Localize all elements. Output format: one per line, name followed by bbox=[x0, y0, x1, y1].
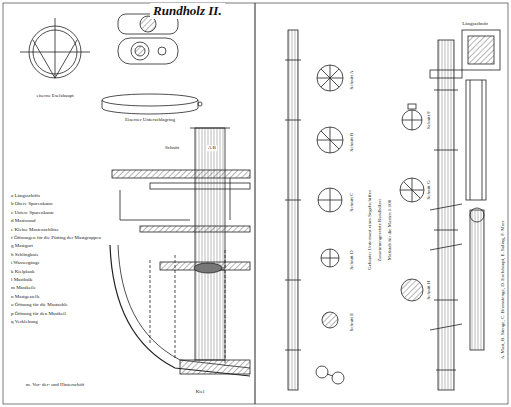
part-label: Schnitt G bbox=[426, 179, 432, 200]
legend-entry: o Öffnung für die Mastsohle bbox=[10, 302, 69, 308]
legend-entry: q Verklebung bbox=[10, 319, 39, 325]
part-label: A. Mast, B. Stenge, C. Bramstenge, D. Es… bbox=[500, 219, 506, 360]
legend-entry: d Mastwand bbox=[10, 218, 37, 224]
legend-entry: f Öffnungen für die Pütting der Mastgrup… bbox=[10, 235, 102, 241]
part-label: Schnitt bbox=[164, 145, 180, 151]
legend-entry: i Wassergänge bbox=[10, 260, 41, 266]
part-label: Schnitt C bbox=[349, 192, 355, 213]
legend-entry: h Schlingknie bbox=[10, 252, 40, 258]
part-label: eiserne Eselshaupt bbox=[35, 93, 74, 99]
part-label: Eiserner Unterschlagring bbox=[124, 117, 176, 123]
legend-entry: l Mastbalk bbox=[10, 277, 33, 283]
legend-entry: m Mastkeile bbox=[10, 286, 37, 292]
part-label: Schnitt F bbox=[426, 110, 432, 130]
legend-entry: c Untere Spurenkante bbox=[10, 210, 55, 216]
part-label: Schnitt A bbox=[349, 70, 355, 91]
legend-entry: e Kleine Mastenschlitze bbox=[10, 227, 60, 233]
part-label: Längsschnitt bbox=[461, 21, 489, 27]
legend-entry: g Mastgurt bbox=[10, 244, 34, 250]
part-label: Maßstab für die Masten 1:100 bbox=[387, 199, 393, 261]
part-label: A B bbox=[207, 145, 217, 151]
legend-entry: a Längsschiffs bbox=[10, 193, 41, 199]
legend-entry: k Kielplank bbox=[10, 269, 35, 275]
part-label: Kiel bbox=[195, 389, 206, 395]
part-label: Schnitt E bbox=[349, 312, 355, 332]
legend-entry: n Mastgestelle bbox=[10, 294, 41, 300]
part-label: Schnitt H bbox=[426, 279, 432, 300]
part-label: m. Vor- der- und Hinterschiff bbox=[25, 382, 85, 388]
plate-title: Rundholz II. bbox=[150, 3, 225, 19]
part-label: Zusammengesetzte Rundhölzer bbox=[377, 198, 383, 263]
legend-entry: b Obere Spurenkante bbox=[10, 202, 54, 208]
part-label: Schnitt D bbox=[349, 249, 355, 270]
part-label: Schnitt B bbox=[349, 132, 355, 153]
legend-entry: p Öffnung für den Mastkeil bbox=[10, 311, 67, 317]
part-label: Gebauter Untermast eines Segelschiffes bbox=[367, 189, 373, 271]
